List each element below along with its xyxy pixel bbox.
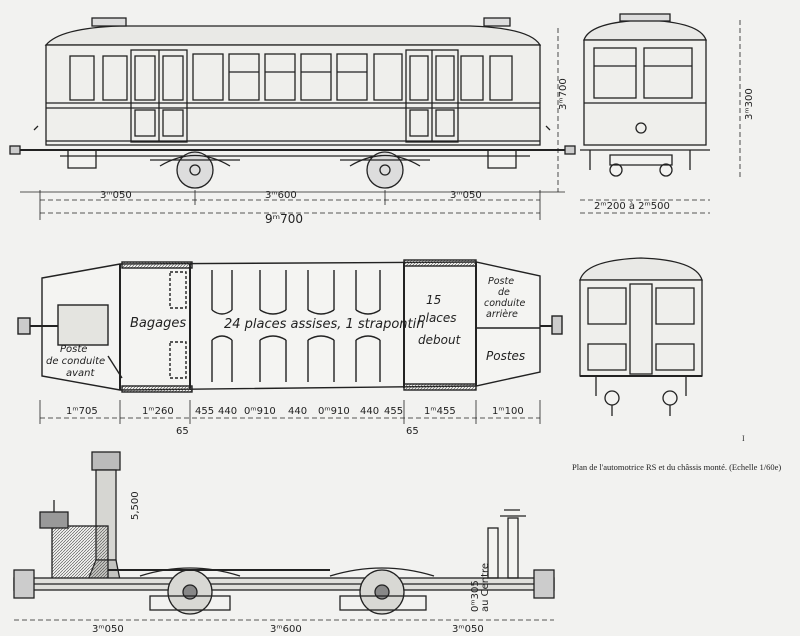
figure-caption: Plan de l'automotrice RS et du châssis m… xyxy=(572,462,782,472)
side-elevation xyxy=(9,17,576,193)
dim-height: 3ᵐ700 xyxy=(558,78,569,110)
dim-plan-9: 455 xyxy=(384,406,403,417)
label-standing-places: places xyxy=(417,311,457,325)
floor-plan xyxy=(17,259,563,393)
label-rear-cab-1: Poste xyxy=(488,276,514,287)
plan-dimensions xyxy=(39,400,541,424)
dim-overhang-left: 3ᵐ050 xyxy=(100,190,132,201)
dim-chassis-bottom-3: 3ᵐ050 xyxy=(452,624,484,635)
label-rear-cab-4: arrière xyxy=(486,309,518,320)
dim-plan-5: 0ᵐ910 xyxy=(244,406,276,417)
dim-chassis-height: 5,500 xyxy=(130,491,141,520)
label-front-cab-3: avant xyxy=(66,368,96,379)
label-rear-cab-2: de xyxy=(498,287,510,298)
dim-plan-11: 1ᵐ100 xyxy=(492,406,524,417)
label-front-cab-2: de conduite xyxy=(46,356,105,367)
dim-plan-7: 0ᵐ910 xyxy=(318,406,350,417)
chassis-drawing xyxy=(13,451,555,621)
dim-overhang-right: 3ᵐ050 xyxy=(450,190,482,201)
dim-plan-12: 65 xyxy=(176,426,189,437)
label-standing-debout: debout xyxy=(418,333,462,347)
dim-end-height: 3ᵐ300 xyxy=(744,88,755,120)
dim-plan-8: 440 xyxy=(360,406,379,417)
dim-plan-10: 1ᵐ455 xyxy=(424,406,456,417)
dim-chassis-bottom-1: 3ᵐ050 xyxy=(92,624,124,635)
elevation-dimensions xyxy=(39,28,559,220)
dim-total-length: 9ᵐ700 xyxy=(265,212,303,226)
dim-wheelbase: 3ᵐ600 xyxy=(265,190,297,201)
dim-chassis-bottom-2: 3ᵐ600 xyxy=(270,624,302,635)
side-mark: I xyxy=(742,434,745,443)
dim-end-width: 2ᵐ200 à 2ᵐ500 xyxy=(594,200,670,212)
dim-plan-13: 65 xyxy=(406,426,419,437)
dim-plan-6: 440 xyxy=(288,406,307,417)
label-posts: Postes xyxy=(486,349,525,363)
end-section xyxy=(579,257,703,416)
label-rear-cab-3: conduite xyxy=(484,298,525,309)
end-view xyxy=(580,13,710,177)
dim-chassis-low: 0ᵐ305 xyxy=(470,580,481,612)
label-standing-count: 15 xyxy=(426,293,441,307)
label-baggage: Bagages xyxy=(130,316,186,331)
dim-plan-3: 455 xyxy=(195,406,214,417)
dim-chassis-low-sub: au Centre xyxy=(480,563,491,612)
dim-plan-4: 440 xyxy=(218,406,237,417)
end-view-dimensions xyxy=(580,20,741,214)
dim-plan-1: 1ᵐ705 xyxy=(66,406,98,417)
label-seats: 24 places assises, 1 strapontin xyxy=(224,317,424,332)
label-front-cab-1: Poste xyxy=(60,344,87,355)
dim-plan-2: 1ᵐ260 xyxy=(142,406,174,417)
